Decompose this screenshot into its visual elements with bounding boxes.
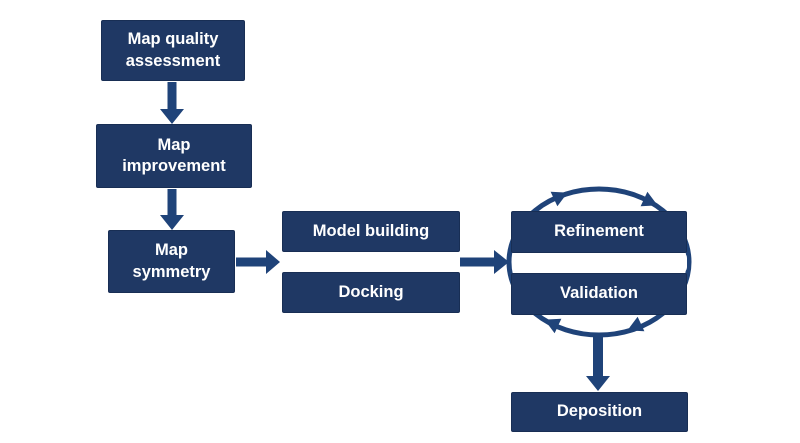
node-label: improvement	[122, 157, 226, 175]
node-label: Map quality	[127, 30, 219, 49]
node-label: Map	[157, 135, 191, 154]
node-validation: Validation	[511, 273, 687, 315]
arrow-validation-to-deposition-icon	[586, 333, 610, 391]
node-label: Refinement	[554, 222, 644, 241]
cycle-arrowhead-top-left-icon	[550, 191, 568, 207]
arrow-quality-to-improvement-icon	[160, 82, 184, 124]
arrow-symmetry-to-building-icon	[236, 250, 280, 274]
node-label: Map	[155, 241, 188, 260]
node-docking: Docking	[282, 272, 460, 313]
cycle-arrowhead-bottom-right-icon	[627, 316, 645, 332]
cycle-gap-band	[512, 252, 687, 273]
arrow-improvement-to-symmetry-icon	[160, 189, 184, 230]
node-label: symmetry	[132, 262, 211, 281]
node-label: Docking	[338, 282, 404, 301]
node-label: assessment	[125, 51, 221, 70]
node-map-symmetry: Map symmetry	[108, 230, 235, 293]
arrow-building-to-refinement-icon	[460, 250, 509, 274]
node-label: Validation	[560, 284, 638, 303]
node-map-quality-assessment: Map quality assessment	[101, 20, 245, 81]
node-deposition: Deposition	[511, 392, 688, 432]
node-map-improvement: Map improvement	[96, 124, 252, 188]
node-label: Model building	[312, 221, 430, 240]
cycle-arrowhead-top-right-icon	[640, 191, 658, 207]
node-refinement: Refinement	[511, 211, 687, 253]
node-model-building: Model building	[282, 211, 460, 252]
cycle-arrowhead-bottom-left-icon	[544, 318, 562, 334]
node-label: Deposition	[556, 402, 643, 421]
